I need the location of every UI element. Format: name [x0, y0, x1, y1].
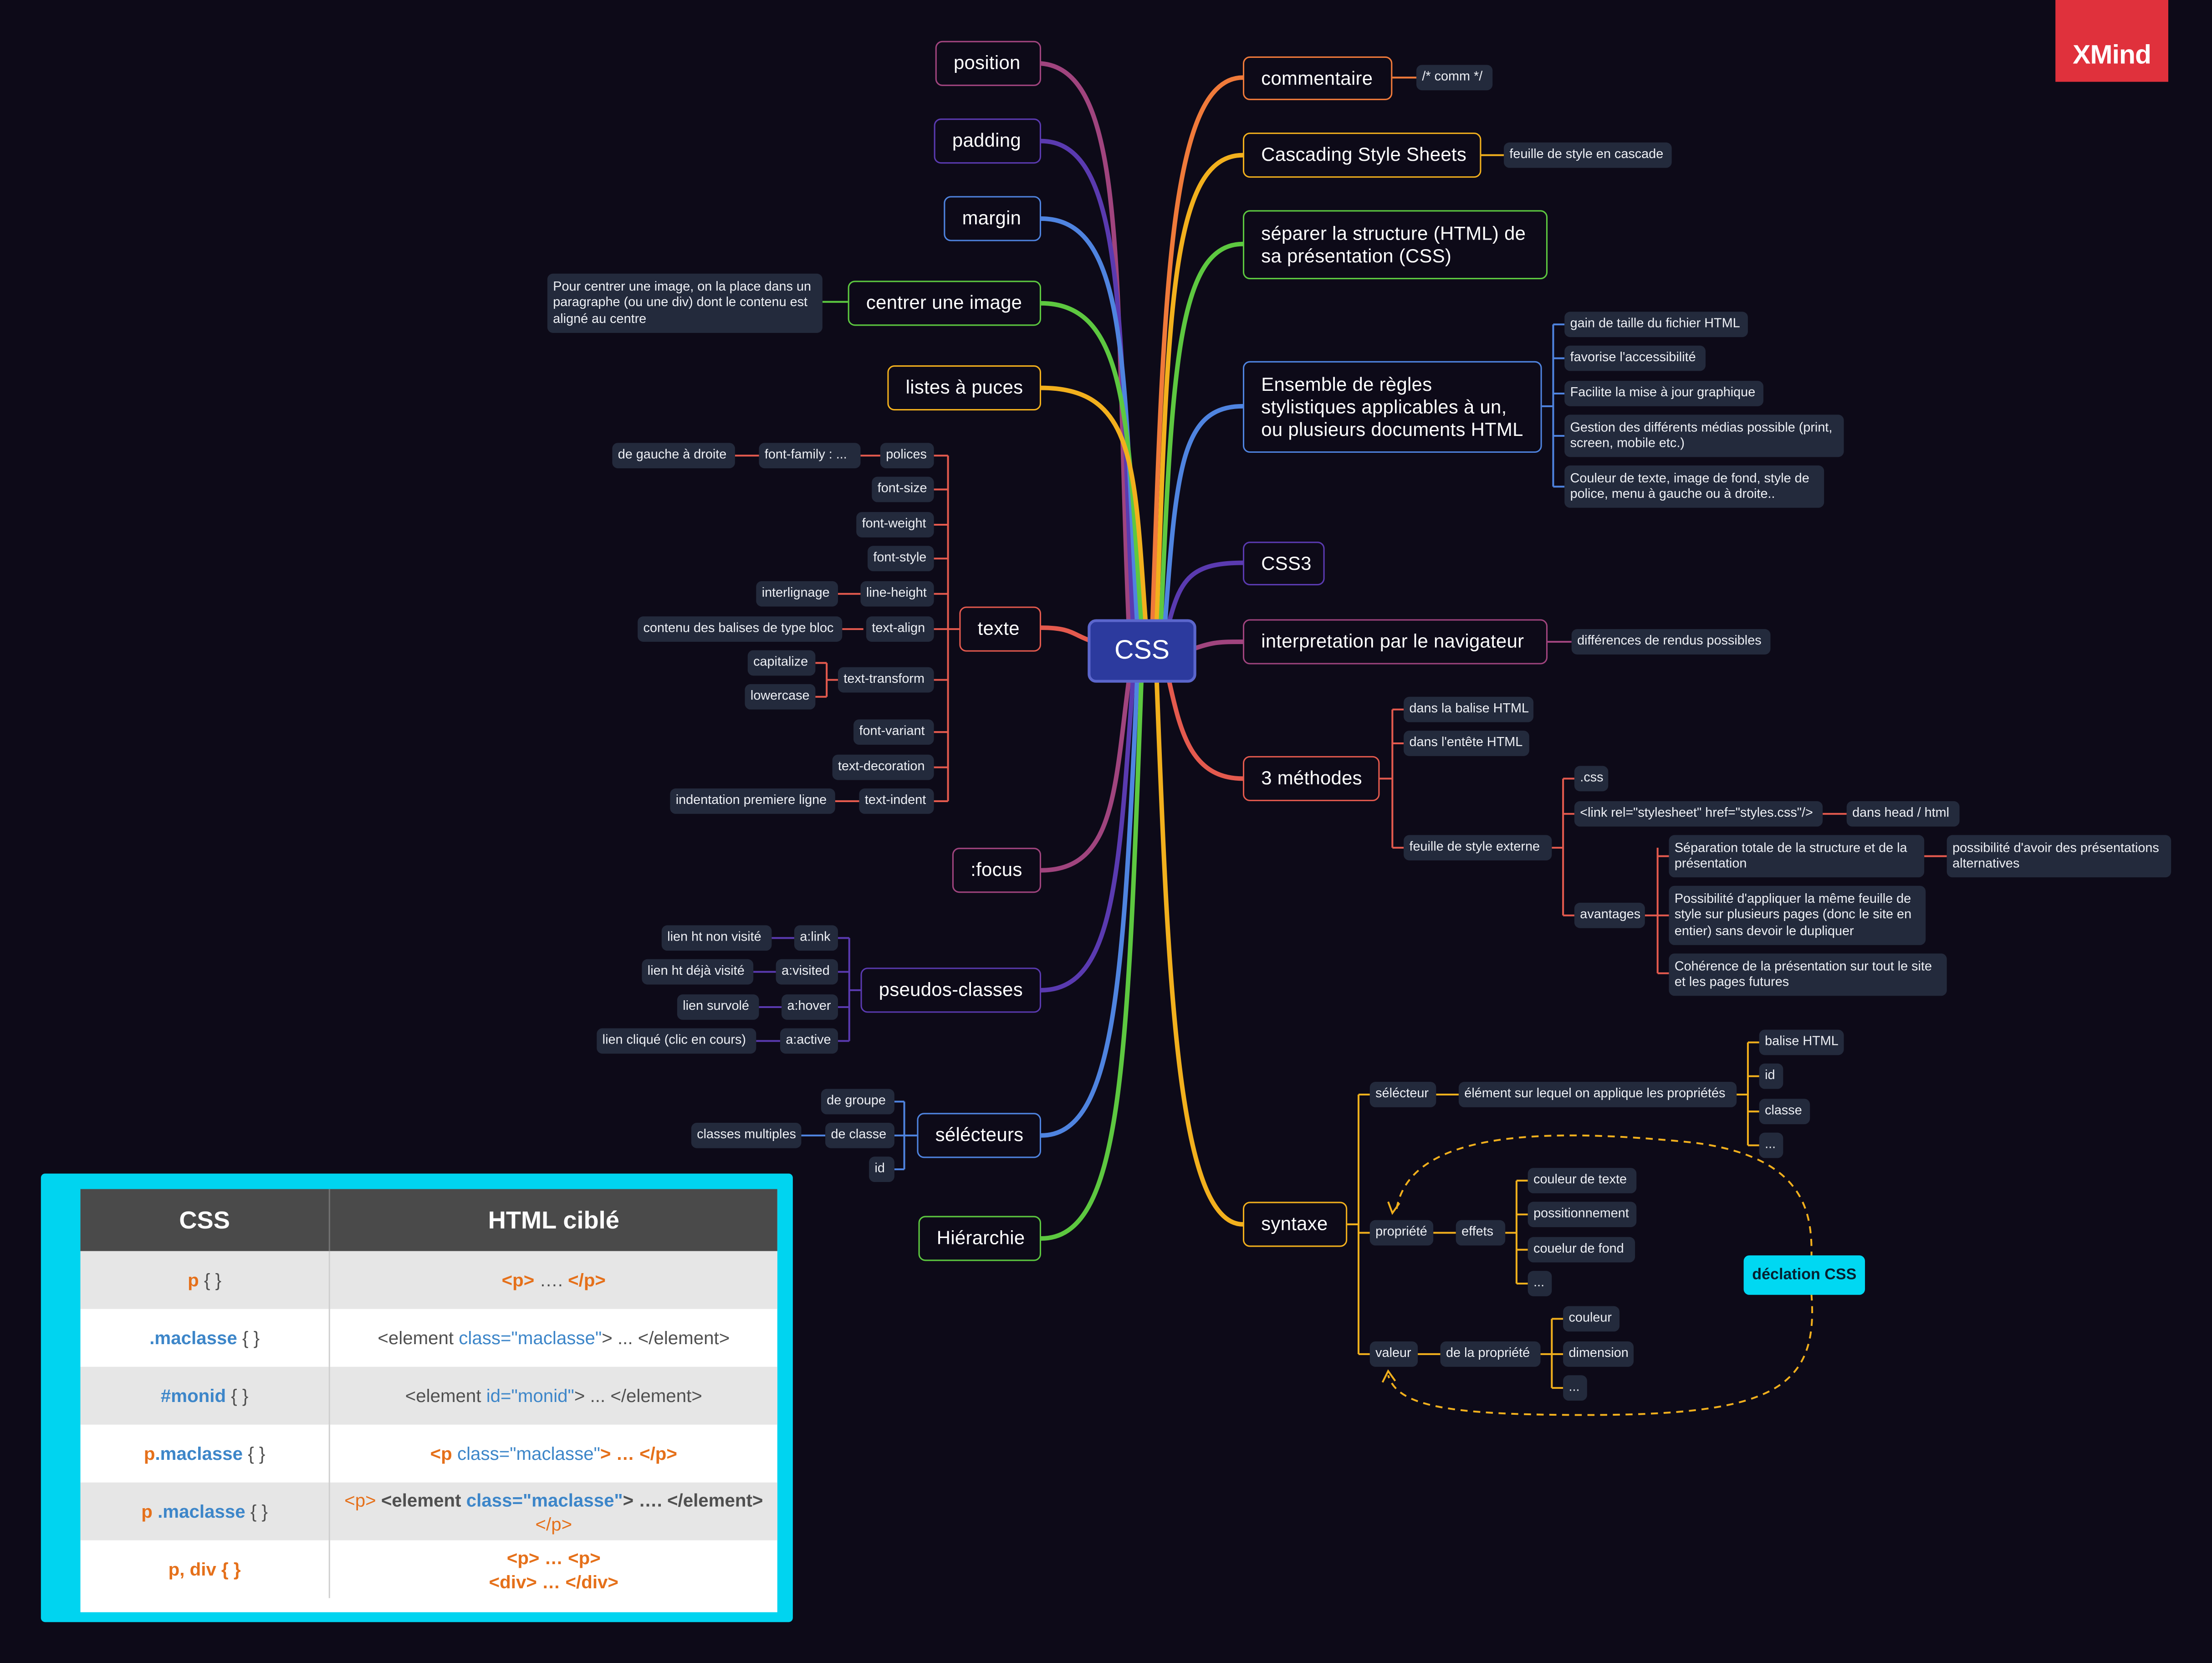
topic-listes-puces[interactable]: listes à puces [887, 365, 1042, 411]
sub-selecteur[interactable]: sélécteur [1369, 1082, 1436, 1107]
note-font-family: de gauche à droite [612, 443, 735, 469]
table-header-html: HTML ciblé [328, 1189, 777, 1251]
table-header-css: CSS [80, 1189, 330, 1251]
sub-dans-balise[interactable]: dans la balise HTML [1404, 696, 1534, 722]
val-item-couleur: couleur [1563, 1306, 1620, 1332]
sub-a-visited[interactable]: a:visited [776, 959, 838, 985]
topic-separer-structure[interactable]: séparer la structure (HTML) de sa présen… [1242, 210, 1548, 280]
note-avantage-1: possibilité d'avoir des présentations al… [1946, 835, 2171, 878]
sel-item-balise: balise HTML [1759, 1029, 1844, 1055]
topic-focus[interactable]: :focus [952, 848, 1042, 893]
table-row: p, div { } <p> … <p><div> … </div> [81, 1540, 777, 1598]
note-a-active: lien cliqué (clic en cours) [597, 1028, 756, 1054]
table-row: .maclasse { } <element class="maclasse">… [81, 1309, 777, 1367]
sub-text-transform[interactable]: text-transform [838, 667, 934, 693]
ensemble-item-1: gain de taille du fichier HTML [1564, 312, 1748, 338]
note-interpretation: différences de rendus possibles [1571, 629, 1771, 655]
sub-de-la-propriete[interactable]: de la propriété [1440, 1341, 1541, 1367]
eff-item-couleur-texte: couleur de texte [1527, 1168, 1637, 1193]
sub-font-variant[interactable]: font-variant [853, 719, 934, 745]
ensemble-item-5: Couleur de texte, image de fond, style d… [1564, 465, 1824, 508]
sub-de-classe[interactable]: de classe [825, 1122, 894, 1148]
note-a-hover: lien survolé [677, 994, 759, 1020]
topic-texte[interactable]: texte [959, 606, 1042, 652]
table-row: p .maclasse { } <p> <element class="macl… [80, 1482, 777, 1540]
sub-font-weight[interactable]: font-weight [856, 512, 934, 537]
sel-item-id: id [1759, 1063, 1783, 1089]
topic-margin[interactable]: margin [944, 196, 1042, 241]
avantage-2: Possibilité d'appliquer la même feuille … [1669, 885, 1926, 945]
sub-text-indent[interactable]: text-indent [859, 788, 934, 814]
table-row: #monid { } <element id="monid"> ... </el… [80, 1366, 777, 1425]
topic-syntaxe[interactable]: syntaxe [1242, 1202, 1348, 1247]
topic-commentaire[interactable]: commentaire [1242, 56, 1393, 100]
ensemble-item-2: favorise l'accessibilité [1564, 345, 1706, 371]
declaration-css-callout[interactable]: déclation CSS [1743, 1255, 1865, 1295]
note-commentaire: /* comm */ [1416, 65, 1493, 91]
sub-id[interactable]: id [869, 1156, 894, 1182]
note-a-visited: lien ht déjà visité [642, 959, 754, 985]
sel-item-classe: classe [1759, 1099, 1810, 1125]
avantage-3: Cohérence de la présentation sur tout le… [1669, 953, 1947, 996]
note-cascading: feuille de style en cascade [1504, 142, 1672, 168]
val-item-dimension: dimension [1563, 1341, 1634, 1367]
xmind-logo: XMind [2055, 0, 2169, 82]
note-centrer-image: Pour centrer une image, on la place dans… [547, 273, 822, 333]
sub-de-groupe[interactable]: de groupe [821, 1089, 894, 1115]
topic-centrer-image[interactable]: centrer une image [848, 281, 1042, 326]
sub-polices[interactable]: polices [880, 443, 934, 469]
table-row: p { } <p> …. </p> [80, 1251, 777, 1309]
topic-css3[interactable]: CSS3 [1242, 542, 1325, 586]
avantage-1: Séparation totale de la structure et de … [1669, 835, 1925, 878]
sub-a-link[interactable]: a:link [794, 925, 838, 951]
note-a-link: lien ht non visité [661, 925, 772, 951]
sub-ext-link[interactable]: <link rel="stylesheet" href="styles.css"… [1574, 801, 1823, 827]
sub-dans-entete[interactable]: dans l'entête HTML [1404, 731, 1529, 756]
note-classes-multiples: classes multiples [691, 1122, 802, 1148]
sub-valeur[interactable]: valeur [1369, 1341, 1418, 1367]
eff-item-more: ... [1527, 1271, 1552, 1296]
topic-hierarchie[interactable]: Hiérarchie [918, 1216, 1042, 1261]
topic-interpretation[interactable]: interpretation par le navigateur [1242, 619, 1548, 665]
topic-padding[interactable]: padding [934, 118, 1042, 164]
note-ext-link: dans head / html [1846, 801, 1960, 827]
sub-a-active[interactable]: a:active [780, 1028, 838, 1054]
css-selector-table: CSS HTML ciblé p { } <p> …. </p> .maclas… [80, 1189, 777, 1612]
sub-text-decoration[interactable]: text-decoration [832, 754, 934, 780]
sub-capitalize[interactable]: capitalize [747, 650, 816, 676]
root-node-css[interactable]: CSS [1088, 619, 1196, 683]
eff-item-positionnement: possitionnement [1527, 1202, 1637, 1228]
sub-effets[interactable]: effets [1456, 1220, 1506, 1246]
topic-position[interactable]: position [935, 41, 1042, 86]
note-text-align: contenu des balises de type bloc [638, 616, 843, 642]
ensemble-item-4: Gestion des différents médias possible (… [1564, 414, 1844, 457]
val-item-more: ... [1563, 1375, 1587, 1401]
sub-font-style[interactable]: font-style [868, 546, 934, 572]
sub-line-height[interactable]: line-height [860, 581, 934, 607]
ensemble-item-3: Facilite la mise à jour graphique [1564, 381, 1763, 406]
table-row: p.maclasse { } <p class="maclasse"> … </… [81, 1424, 777, 1483]
sub-ext-css[interactable]: .css [1574, 766, 1609, 792]
sub-lowercase[interactable]: lowercase [745, 684, 816, 710]
sub-font-family[interactable]: font-family : ... [759, 443, 861, 469]
sub-propriete[interactable]: propriété [1369, 1220, 1434, 1246]
sel-item-more: ... [1759, 1132, 1783, 1158]
topic-3-methodes[interactable]: 3 méthodes [1242, 756, 1380, 801]
topic-cascading-style-sheets[interactable]: Cascading Style Sheets [1242, 133, 1481, 178]
note-interlignage: interlignage [756, 581, 838, 607]
sub-a-hover[interactable]: a:hover [782, 994, 838, 1020]
sub-font-size[interactable]: font-size [872, 476, 934, 502]
sub-avantages[interactable]: avantages [1574, 902, 1645, 928]
topic-selecteurs[interactable]: sélécteurs [917, 1113, 1042, 1158]
note-selecteur: élément sur lequel on applique les propr… [1458, 1082, 1737, 1107]
note-text-indent: indentation premiere ligne [670, 788, 835, 814]
eff-item-couleur-fond: couelur de fond [1527, 1237, 1635, 1263]
sub-feuille-externe[interactable]: feuille de style externe [1404, 835, 1552, 860]
sub-text-align[interactable]: text-align [866, 616, 934, 642]
topic-ensemble-regles[interactable]: Ensemble de règles stylistiques applicab… [1242, 361, 1542, 453]
topic-pseudo-classes[interactable]: pseudos-classes [860, 967, 1042, 1013]
